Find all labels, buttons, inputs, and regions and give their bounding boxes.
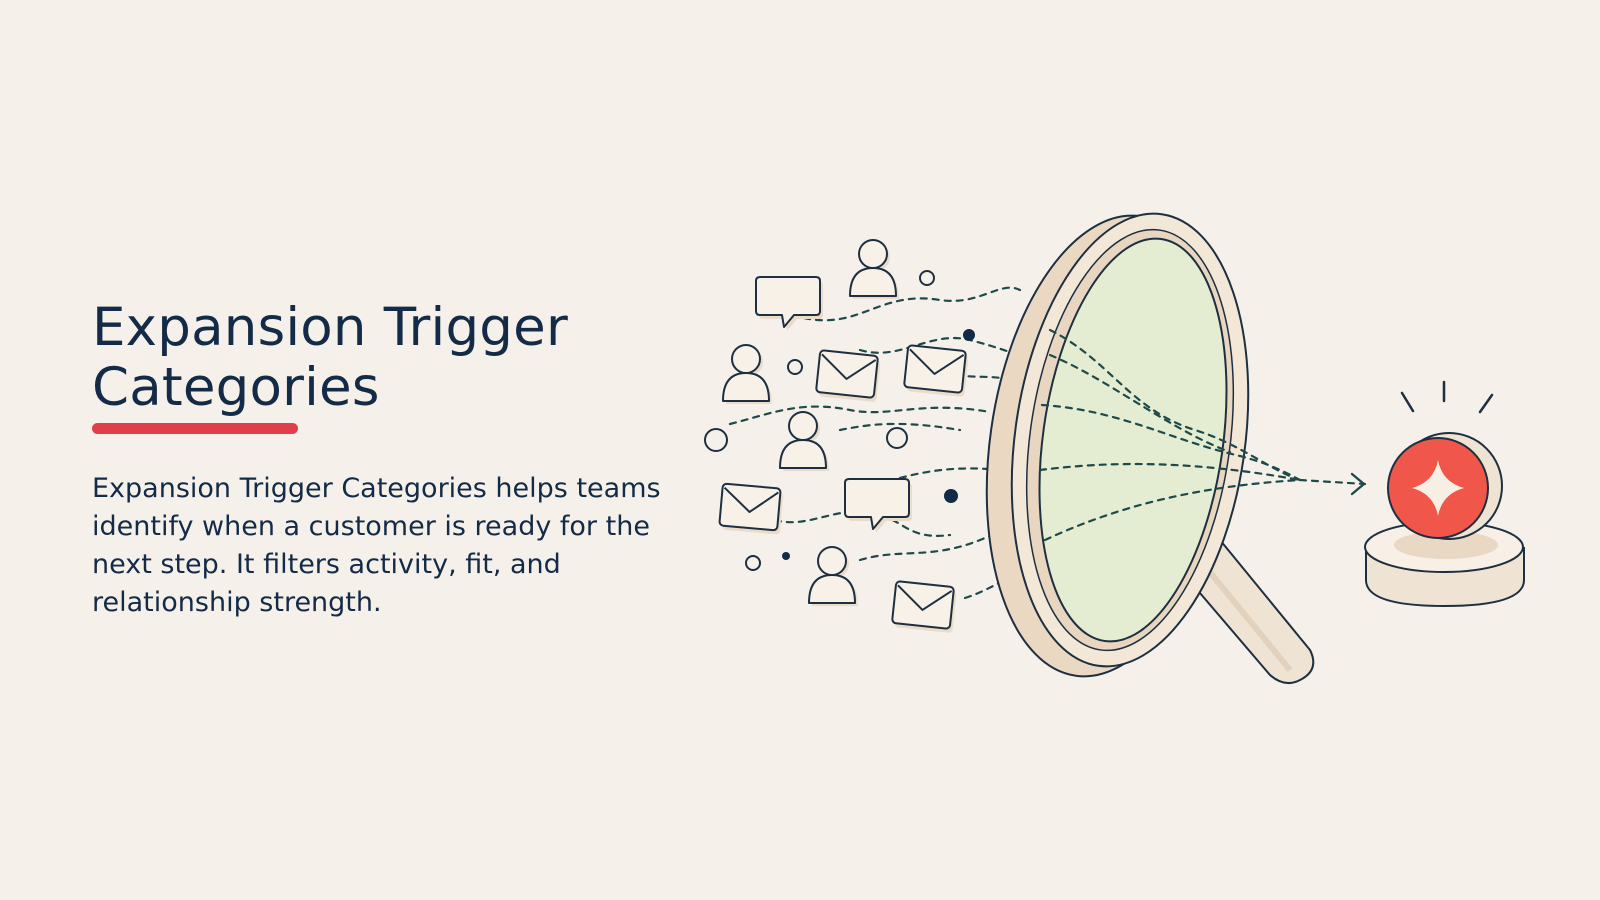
star-badge-icon — [1364, 380, 1525, 608]
arrow-icon — [1350, 472, 1366, 496]
envelope-icon — [902, 344, 971, 399]
slide-body-text: Expansion Trigger Categories helps teams… — [92, 473, 661, 618]
person-icon — [849, 239, 900, 300]
person-icon — [808, 546, 859, 607]
slide-title: Expansion Trigger Categories — [92, 297, 568, 418]
envelope-icon — [890, 580, 959, 635]
envelope-icon — [814, 349, 883, 404]
chat-bubble-icon — [755, 276, 824, 332]
envelope-icon — [717, 482, 785, 536]
flow-lines — [728, 286, 1032, 600]
chat-bubble-icon — [844, 478, 913, 534]
magnifying-glass-icon — [985, 212, 1315, 685]
title-underline — [92, 423, 298, 434]
decor-dots — [704, 270, 975, 571]
person-icon — [722, 344, 773, 405]
person-icon — [779, 411, 830, 472]
converging-lines — [1038, 328, 1367, 542]
